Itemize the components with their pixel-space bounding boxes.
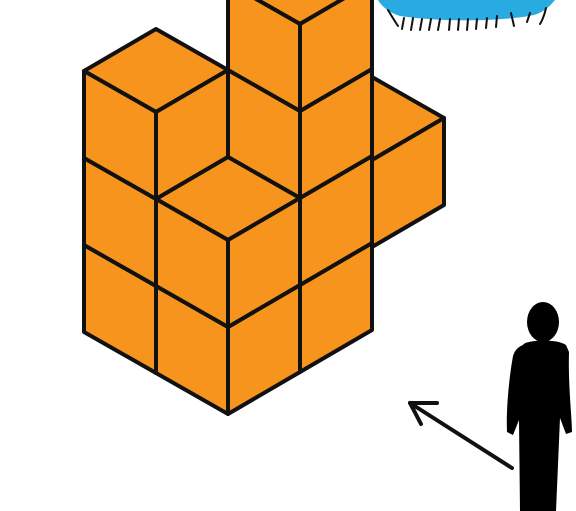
cloud-icon	[378, 0, 555, 31]
person-icon	[506, 302, 572, 511]
arrow-icon	[408, 401, 514, 470]
cube-structure	[82, 0, 446, 416]
cube	[154, 155, 302, 329]
cube-side-face	[226, 0, 302, 113]
cube-side-face	[154, 197, 230, 329]
cube	[82, 27, 230, 201]
cube	[226, 0, 374, 113]
cube-side-face	[82, 69, 158, 201]
